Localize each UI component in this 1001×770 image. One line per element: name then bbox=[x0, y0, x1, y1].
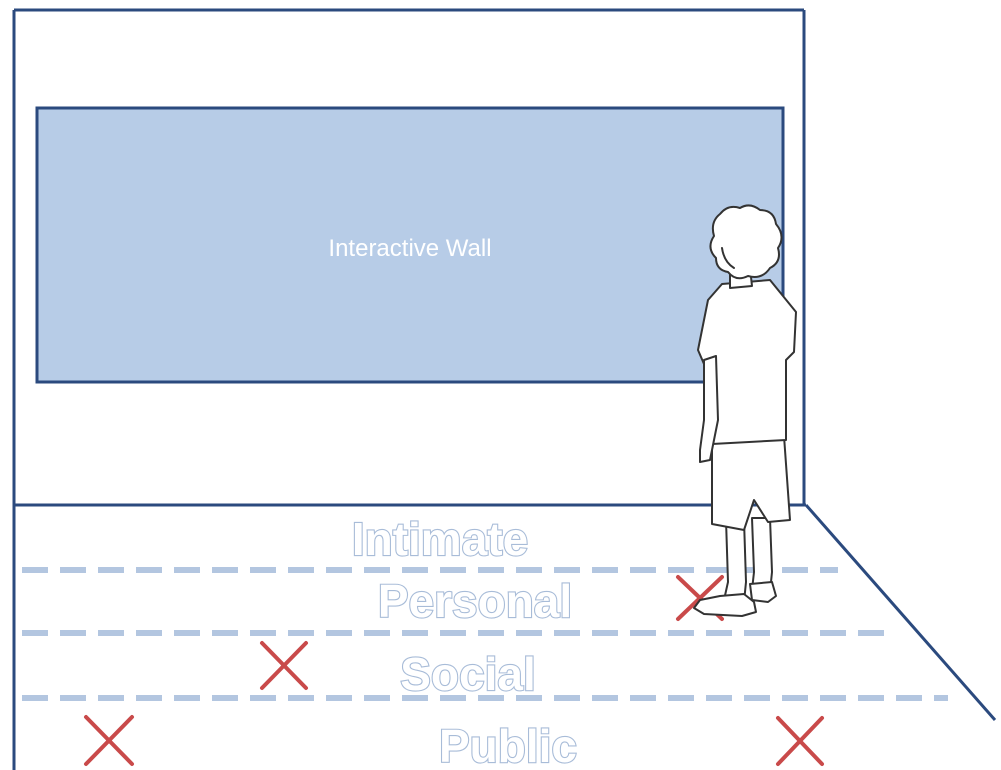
interactive-wall-label: Interactive Wall bbox=[328, 235, 491, 262]
side-wall-edge bbox=[806, 505, 995, 720]
zone-label-public: Public bbox=[439, 720, 577, 770]
zone-label-social: Social bbox=[400, 648, 536, 700]
x-mark-icon bbox=[262, 643, 306, 688]
zone-label-personal: Personal bbox=[378, 575, 572, 627]
person-head bbox=[710, 205, 781, 278]
zone-labels: Intimate Personal Social Public bbox=[352, 513, 577, 770]
interactive-wall: Interactive Wall bbox=[37, 108, 783, 382]
x-mark-icon bbox=[778, 718, 822, 764]
person-left-leg bbox=[724, 520, 746, 602]
person-shorts bbox=[712, 436, 790, 530]
zone-label-intimate: Intimate bbox=[352, 513, 528, 565]
person-right-shoe bbox=[750, 582, 776, 602]
x-mark-icon bbox=[86, 717, 132, 764]
person-right-leg bbox=[752, 518, 772, 592]
